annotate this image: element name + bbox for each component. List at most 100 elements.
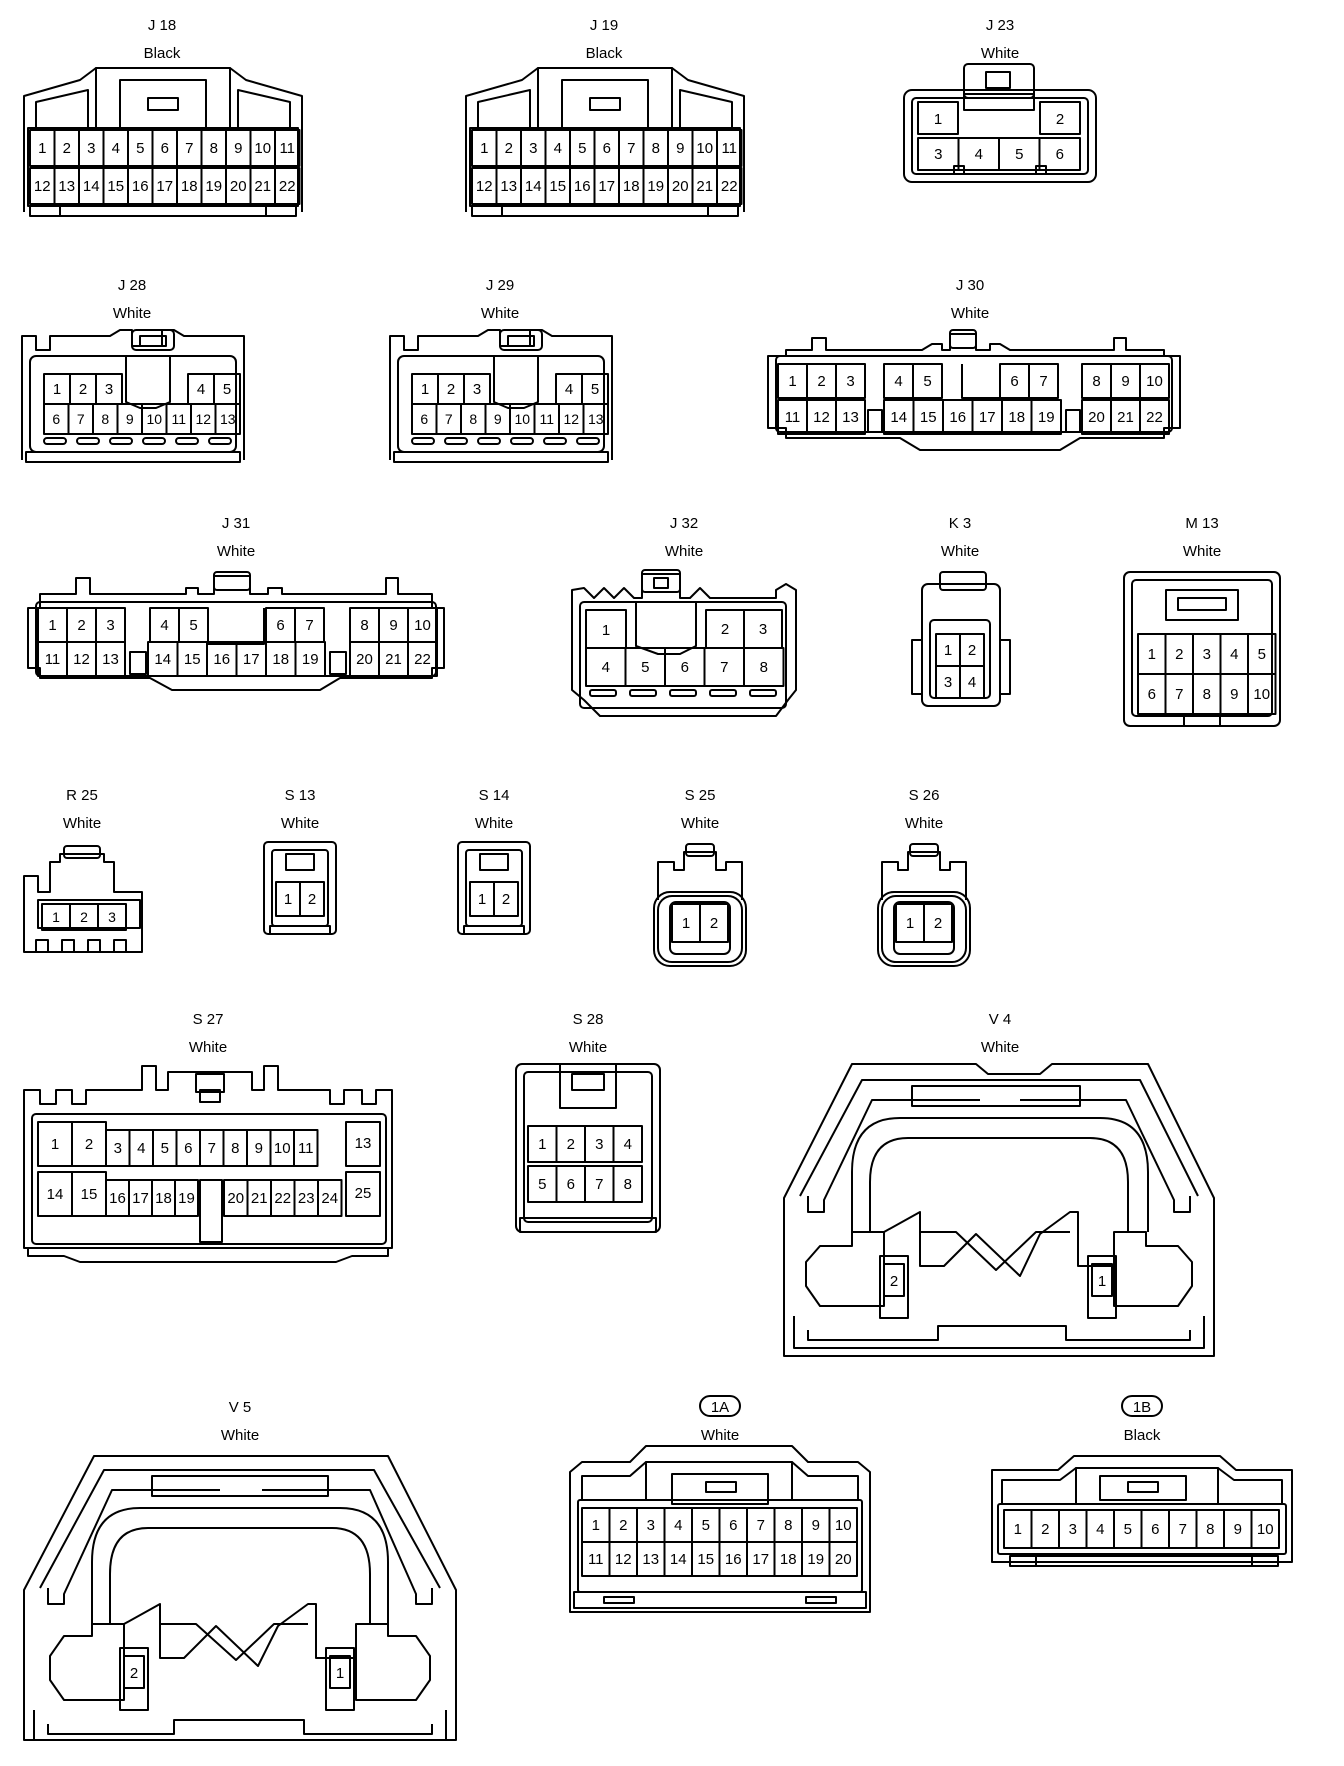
- pin-number: 5: [538, 1176, 546, 1193]
- pin: 24: [321, 1190, 338, 1207]
- pin: 4: [975, 146, 983, 163]
- pin-number: 12: [563, 411, 579, 427]
- pin: 2: [619, 1517, 627, 1534]
- pin-number: 18: [155, 1190, 172, 1207]
- pin: 14: [670, 1551, 687, 1568]
- pin: 8: [1203, 686, 1211, 703]
- connector-color: Black: [1124, 1427, 1161, 1444]
- pin-number: 11: [279, 140, 295, 157]
- pin: 11: [171, 411, 186, 427]
- pin: 10: [835, 1517, 852, 1534]
- pin-number: 22: [274, 1190, 291, 1207]
- pin-number: 3: [529, 140, 537, 157]
- pin: 13: [500, 178, 517, 195]
- connector-color: White: [1183, 543, 1221, 560]
- pin-number: 3: [944, 674, 952, 691]
- pin: 7: [595, 1176, 603, 1193]
- pin-number: 17: [979, 409, 996, 426]
- pin-number: 5: [578, 140, 586, 157]
- pin: 6: [681, 659, 689, 676]
- pin: 2: [1041, 1521, 1049, 1538]
- pin: 3: [1203, 646, 1211, 663]
- pin-number: 9: [389, 617, 397, 634]
- connector-name: S 14: [479, 787, 510, 804]
- pin: 4: [968, 674, 976, 691]
- pin: 10: [414, 617, 431, 634]
- pin-number: 19: [302, 651, 319, 668]
- pin: 13: [642, 1551, 659, 1568]
- pin-number: 2: [447, 381, 455, 398]
- pin: 11: [539, 411, 554, 427]
- pin-number: 11: [785, 409, 801, 426]
- pin-number: 16: [213, 651, 230, 668]
- pin-number: 7: [77, 411, 85, 427]
- pin: 2: [77, 617, 85, 634]
- pin-number: 17: [132, 1190, 149, 1207]
- pin: 6: [1151, 1521, 1159, 1538]
- pin: 17: [243, 651, 260, 668]
- pin: 10: [254, 140, 271, 157]
- connector-color: White: [981, 1039, 1019, 1056]
- pin: 3: [108, 909, 116, 925]
- pin-number: 3: [1203, 646, 1211, 663]
- pin: 1: [52, 909, 60, 925]
- pin-number: 2: [619, 1517, 627, 1534]
- pin: 21: [696, 178, 713, 195]
- pin-number: 1: [480, 140, 488, 157]
- pin: 12: [563, 411, 579, 427]
- pin-number: 2: [502, 891, 510, 908]
- pin: 5: [1015, 146, 1023, 163]
- pin-number: 1: [906, 915, 914, 932]
- pin-number: 14: [154, 651, 171, 668]
- pin: 4: [894, 373, 902, 390]
- pin: 2: [890, 1273, 898, 1290]
- pin-number: 9: [234, 140, 242, 157]
- pin-number: 5: [189, 617, 197, 634]
- pin-number: 5: [223, 381, 231, 398]
- pin: 3: [106, 617, 114, 634]
- pin-number: 10: [1146, 373, 1163, 390]
- pin: 12: [195, 411, 211, 427]
- connector-name: 1A: [711, 1399, 729, 1416]
- pin-number: 11: [298, 1140, 314, 1157]
- pin-number: 22: [414, 651, 431, 668]
- pin-number: 5: [1258, 646, 1266, 663]
- pin: 9: [1121, 373, 1129, 390]
- pin: 10: [1253, 686, 1270, 703]
- connector-name: K 3: [949, 515, 972, 532]
- pin-number: 3: [846, 373, 854, 390]
- pin: 13: [102, 651, 119, 668]
- connector-color: White: [981, 45, 1019, 62]
- pin: 9: [126, 411, 134, 427]
- pin: 20: [356, 651, 373, 668]
- pin: 10: [696, 140, 713, 157]
- pin: 6: [52, 411, 60, 427]
- pin-number: 8: [1206, 1521, 1214, 1538]
- pin-number: 4: [112, 140, 120, 157]
- pin: 2: [710, 915, 718, 932]
- pin: 8: [784, 1517, 792, 1534]
- pin-number: 10: [274, 1140, 291, 1157]
- pin: 8: [469, 411, 477, 427]
- connector-color: White: [951, 305, 989, 322]
- pin-number: 8: [652, 140, 660, 157]
- pin-number: 5: [702, 1517, 710, 1534]
- pin: 12: [34, 178, 51, 195]
- pin: 13: [220, 411, 236, 427]
- pin-number: 1: [1014, 1521, 1022, 1538]
- pin: 2: [1175, 646, 1183, 663]
- pin: 2: [80, 909, 88, 925]
- pin: 20: [230, 178, 247, 195]
- pin: 3: [114, 1140, 122, 1157]
- pin: 1: [592, 1517, 600, 1534]
